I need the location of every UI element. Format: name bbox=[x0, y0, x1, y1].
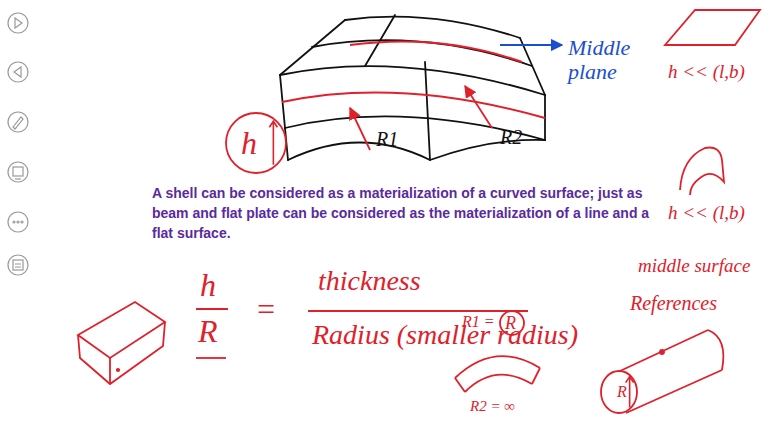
note: middle surface bbox=[638, 256, 750, 277]
middle-plane-arrow bbox=[500, 44, 562, 46]
node-text: R bbox=[505, 314, 516, 332]
fraction-bar bbox=[308, 310, 528, 312]
fraction-denominator: Radius (smaller radius) bbox=[312, 320, 578, 351]
radius-label: R1 = bbox=[462, 313, 495, 331]
ratio-note: h << (l,b) bbox=[668, 203, 745, 224]
underline bbox=[196, 357, 226, 359]
circled-radius: R bbox=[499, 310, 525, 336]
arc-shell-sketch bbox=[455, 356, 540, 392]
radius-label: R1 bbox=[376, 128, 398, 150]
fraction-numerator: h bbox=[200, 268, 216, 303]
plate-sketch bbox=[665, 10, 760, 45]
node-text: R bbox=[617, 384, 627, 400]
fraction-bar bbox=[196, 308, 228, 310]
shell-body bbox=[280, 15, 545, 160]
circled-thickness: h bbox=[225, 112, 287, 174]
middle-plane-line bbox=[282, 41, 545, 118]
definition-text: A shell can be considered as a materiali… bbox=[152, 183, 652, 243]
fraction-denominator: R bbox=[198, 314, 218, 349]
r2-arrow bbox=[465, 86, 492, 128]
curved-shell-sketch bbox=[680, 148, 724, 196]
note: References bbox=[630, 292, 717, 314]
toolbar-icons bbox=[8, 13, 28, 275]
fraction-numerator: thickness bbox=[318, 266, 421, 297]
radius-label: R2 = ∞ bbox=[470, 398, 515, 415]
cylinder-end-circle: R bbox=[600, 370, 638, 414]
node-text: h bbox=[241, 127, 257, 159]
r1-arrow bbox=[350, 108, 370, 150]
middle-plane-label: Middle plane bbox=[568, 36, 648, 84]
flat-plate-sketch bbox=[78, 302, 165, 384]
equals-sign: = bbox=[255, 292, 277, 327]
ratio-note: h << (l,b) bbox=[668, 62, 745, 83]
radius-label: R2 bbox=[500, 126, 522, 148]
